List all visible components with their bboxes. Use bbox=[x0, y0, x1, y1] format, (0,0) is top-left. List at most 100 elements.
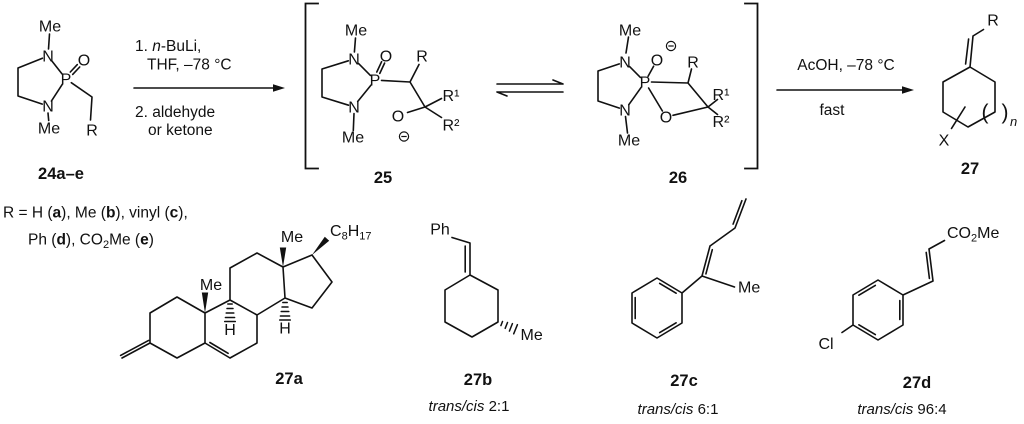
atom-label-n: N bbox=[348, 100, 360, 117]
structure-26: Me N O P R R¹ R² O N Me 26 bbox=[597, 23, 731, 187]
bond-lines bbox=[942, 28, 996, 130]
condition-quench: AcOH, –78 °C bbox=[797, 57, 895, 74]
atom-label-x: X bbox=[939, 133, 950, 150]
atom-label-r1: R¹ bbox=[713, 87, 730, 104]
atom-label-o: O bbox=[380, 49, 392, 66]
bold-wedge-c17-sidechain bbox=[312, 236, 330, 255]
atom-label-n: N bbox=[619, 103, 631, 120]
formula-subscript: 17 bbox=[359, 231, 371, 243]
atom-label-p: P bbox=[61, 72, 72, 89]
atom-label-me: Me bbox=[619, 23, 641, 40]
atom-label-n: N bbox=[619, 55, 631, 72]
equilibrium-arrows bbox=[496, 79, 564, 97]
atom-label-r: R bbox=[987, 13, 999, 30]
minus-charge-icon bbox=[665, 40, 677, 52]
bond-lines bbox=[17, 33, 93, 122]
structure-27b: Ph Me 27b trans/cis 2:1 bbox=[429, 222, 543, 416]
condition-text: -BuLi, bbox=[161, 38, 202, 55]
bond-lines bbox=[321, 37, 443, 132]
compound-label-24: 24a–e bbox=[38, 165, 84, 183]
ratio-italic: trans/cis bbox=[638, 401, 694, 418]
condition-text: 1. bbox=[135, 38, 152, 55]
atom-label-n: N bbox=[348, 52, 360, 69]
atom-label-n: N bbox=[42, 49, 54, 66]
atom-label-r: R bbox=[687, 55, 699, 72]
compound-label-27: 27 bbox=[961, 160, 979, 178]
condition-fast: fast bbox=[820, 102, 846, 119]
arrowhead-icon bbox=[273, 84, 285, 92]
legend-text: ), vinyl ( bbox=[115, 205, 170, 222]
atom-label-r: R bbox=[416, 49, 428, 66]
compound-label-27a: 27a bbox=[275, 370, 303, 388]
ratio-italic: trans/cis bbox=[429, 398, 485, 415]
legend-text: Ph ( bbox=[28, 232, 57, 249]
equilibrium-harpoons bbox=[496, 79, 564, 97]
bracket-left bbox=[304, 2, 319, 170]
formula-text: CO bbox=[947, 225, 971, 242]
bold-wedge-c10-me bbox=[201, 292, 209, 313]
atom-label-r1: R¹ bbox=[443, 88, 460, 105]
atom-label-ph: Ph bbox=[430, 222, 450, 239]
atom-label-n: N bbox=[42, 99, 54, 116]
ratio-value: 96:4 bbox=[913, 401, 946, 418]
atom-label-me: Me bbox=[738, 280, 760, 297]
compound-label-25: 25 bbox=[374, 169, 392, 187]
formula-text: C bbox=[330, 223, 342, 240]
formula-text: Me bbox=[977, 225, 999, 242]
reaction-arrow-2: AcOH, –78 °C fast bbox=[776, 57, 914, 119]
condition-step2-line2: or ketone bbox=[148, 122, 213, 139]
atom-label-r2: R² bbox=[713, 114, 731, 131]
ratio-label-27c: trans/cis 6:1 bbox=[638, 401, 719, 418]
condition-step2: 2. aldehyde bbox=[135, 104, 215, 121]
atom-label-h: H bbox=[224, 322, 236, 339]
arrowhead-icon bbox=[902, 86, 914, 94]
atom-label-p: P bbox=[640, 75, 651, 92]
structure-27-generic: R X ( ) n 27 bbox=[939, 13, 1018, 179]
hash-wedge-c14-h bbox=[278, 301, 292, 321]
bond-lines bbox=[631, 198, 747, 339]
atom-label-o: O bbox=[78, 53, 90, 70]
structure-27d: Cl CO2Me 27d trans/cis 96:4 bbox=[818, 225, 999, 418]
ring-size-paren-close: ) bbox=[1002, 101, 1009, 124]
legend-bold-d: d bbox=[56, 232, 65, 249]
compound-label-27b: 27b bbox=[464, 371, 492, 389]
formula-subscript: 8 bbox=[342, 231, 348, 243]
legend-bold-e: e bbox=[140, 232, 149, 249]
condition-text-italic: n bbox=[152, 38, 161, 55]
r-group-legend: R = H (a), Me (b), vinyl (c), Ph (d), CO… bbox=[3, 205, 188, 252]
formula-text: H bbox=[348, 223, 360, 240]
atom-label-me: Me bbox=[281, 229, 303, 246]
condition-step1-line2: THF, –78 °C bbox=[147, 57, 232, 74]
atom-label-me: Me bbox=[342, 130, 364, 147]
atom-label-me: Me bbox=[345, 23, 367, 40]
structure-24: Me N O P N Me R 24a–e bbox=[17, 19, 98, 183]
legend-text: R = H ( bbox=[3, 205, 53, 222]
ratio-italic: trans/cis bbox=[857, 401, 913, 418]
bond-lines bbox=[119, 252, 333, 359]
ring-size-n-subscript: n bbox=[1010, 114, 1017, 129]
ratio-value: 2:1 bbox=[484, 398, 509, 415]
legend-text: ), Me ( bbox=[61, 205, 107, 222]
atom-label-o-ring: O bbox=[660, 110, 672, 127]
hash-wedge-me bbox=[500, 320, 519, 335]
bracket-right bbox=[744, 2, 759, 170]
legend-bold-c: c bbox=[170, 205, 179, 222]
ratio-label-27d: trans/cis 96:4 bbox=[857, 401, 946, 418]
atom-label-o-alkoxide: O bbox=[392, 109, 404, 126]
atom-label-o-oxide: O bbox=[651, 53, 663, 70]
legend-text: ), CO bbox=[66, 232, 103, 249]
legend-line-1: R = H (a), Me (b), vinyl (c), bbox=[3, 205, 188, 222]
hash-wedge-c9-h bbox=[223, 303, 237, 323]
legend-subscript-2: 2 bbox=[103, 239, 109, 251]
atom-label-me: Me bbox=[200, 277, 222, 294]
atom-label-me: Me bbox=[618, 133, 640, 150]
legend-text: ), bbox=[178, 205, 187, 222]
atom-label-h: H bbox=[279, 321, 291, 338]
structure-25: Me N O P R R¹ R² O N Me 25 bbox=[321, 23, 460, 187]
bold-wedge-c13-me bbox=[279, 247, 287, 267]
atom-label-me: Me bbox=[38, 121, 60, 138]
reaction-arrow-1: 1. n-BuLi, THF, –78 °C 2. aldehyde or ke… bbox=[133, 38, 285, 139]
atom-label-me: Me bbox=[39, 19, 61, 36]
